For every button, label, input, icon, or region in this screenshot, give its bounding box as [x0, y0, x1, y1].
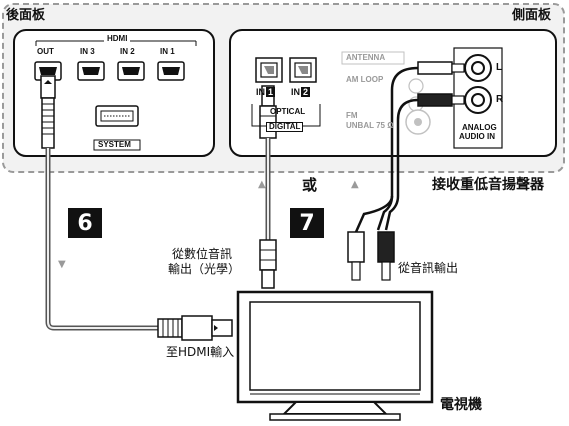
up-arrow-analog: ▲ — [351, 179, 359, 190]
digital-label: DIGITAL — [266, 122, 304, 132]
step-6-badge: 6 — [68, 208, 102, 238]
hdmi-in2-label: IN 2 — [120, 47, 135, 56]
down-arrow-hdmi: ▼ — [58, 259, 66, 270]
hdmi-cable — [40, 75, 233, 341]
hdmi-in3-label: IN 3 — [80, 47, 95, 56]
optical-cable — [259, 85, 277, 289]
hdmi-in-caption: 至HDMI輸入 — [166, 345, 235, 359]
hdmi-in1-label: IN 1 — [160, 47, 175, 56]
rca-cable — [347, 61, 465, 281]
subwoofer-caption: 接收重低音揚聲器 — [432, 177, 544, 193]
tv-caption: 電視機 — [440, 397, 482, 413]
analog-r-jack — [464, 86, 492, 114]
hdmi-header-label: HDMI — [104, 35, 131, 43]
or-label: 或 — [302, 176, 318, 194]
hdmi-out-label: OUT — [37, 47, 54, 56]
fm-label: FM — [346, 111, 358, 120]
optical-in2-port — [289, 57, 317, 83]
analog-l-jack — [464, 54, 492, 82]
side-panel-title: 側面板 — [512, 8, 552, 23]
fm-sub-label: UNBAL 75 Ω — [346, 121, 394, 130]
system-port — [93, 105, 141, 151]
system-label: SYSTEM — [98, 140, 131, 149]
tv-illustration — [236, 290, 434, 421]
optical-in1-port — [255, 57, 283, 83]
hdmi-port-in3 — [77, 61, 105, 81]
digital-out-caption-1: 從數位音訊 — [172, 247, 233, 261]
analog-out-caption: 從音訊輸出 — [398, 261, 459, 275]
analog-l-label: L — [496, 62, 503, 73]
hdmi-port-in1 — [157, 61, 185, 81]
analog-label-1: ANALOG — [462, 123, 497, 132]
rear-panel-title: 後面板 — [6, 8, 46, 23]
am-loop-label: AM LOOP — [346, 75, 384, 84]
antenna-label: ANTENNA — [346, 53, 386, 62]
digital-out-caption-2: 輸出（光學） — [168, 262, 241, 276]
analog-r-label: R — [496, 94, 504, 105]
analog-label-2: AUDIO IN — [459, 132, 495, 141]
up-arrow-optical: ▲ — [258, 179, 266, 190]
hdmi-port-in2 — [117, 61, 145, 81]
optical-label: OPTICAL — [270, 107, 306, 116]
step-7-badge: 7 — [290, 208, 324, 238]
